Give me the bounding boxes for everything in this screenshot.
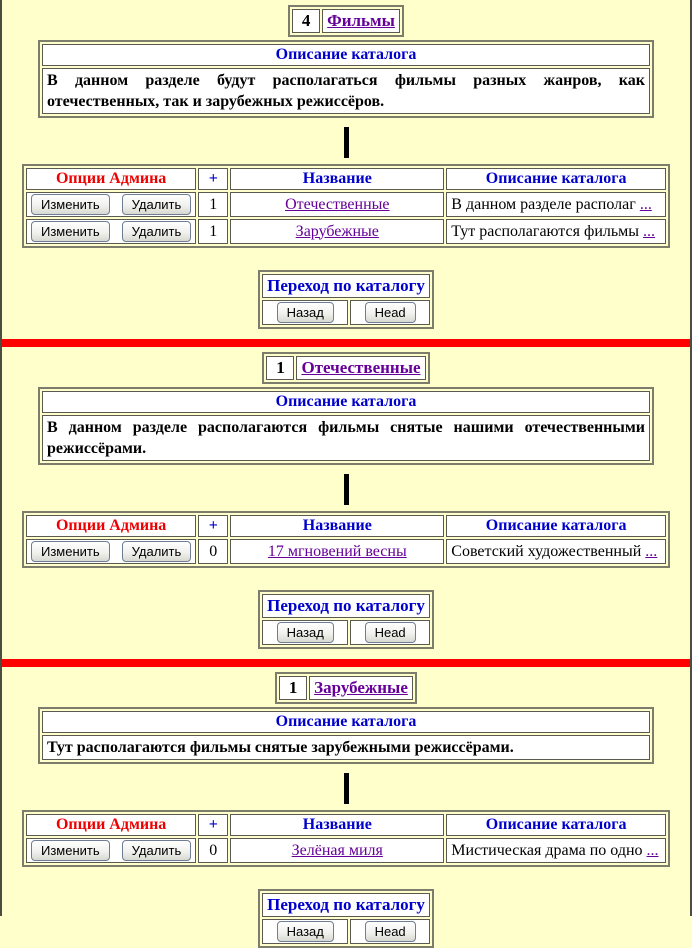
item-description-cell: Тут располагаются фильмы ...	[446, 219, 666, 244]
catalog-items-table: Опции Админа + Название Описание каталог…	[22, 810, 670, 867]
description-text: Тут располагаются фильмы снятые зарубежн…	[42, 735, 650, 760]
section-item-count: 1	[266, 356, 295, 380]
head-button[interactable]: Head	[364, 921, 416, 942]
column-header-admin: Опции Админа	[26, 814, 197, 836]
admin-options-cell: Изменить Удалить	[26, 192, 197, 217]
head-button[interactable]: Head	[364, 622, 416, 643]
column-header-admin: Опции Админа	[26, 515, 197, 537]
catalog-item-row: Изменить Удалить 0 17 мгновений весны Со…	[26, 539, 666, 564]
navigation-box-title: Переход по каталогу	[262, 893, 430, 917]
catalog-items-table: Опции Админа + Название Описание каталог…	[22, 164, 670, 248]
section-header-box: 1 Отечественные	[262, 352, 430, 384]
section-item-count: 1	[279, 676, 308, 700]
catalog-item-row: Изменить Удалить 0 Зелёная миля Мистичес…	[26, 838, 666, 863]
catalog-description-box: Описание каталога В данном разделе распо…	[38, 387, 654, 465]
delete-button[interactable]: Удалить	[121, 221, 192, 242]
catalog-description-box: Описание каталога В данном разделе будут…	[38, 40, 654, 118]
navigation-box-title: Переход по каталогу	[262, 274, 430, 298]
admin-options-cell: Изменить Удалить	[26, 539, 197, 564]
item-description-preview: Советский художественный	[451, 542, 642, 560]
item-description-preview: Тут располагаются фильмы	[451, 222, 640, 240]
tree-connector-line	[343, 773, 349, 804]
admin-options-cell: Изменить Удалить	[26, 838, 197, 863]
catalog-item-row: Изменить Удалить 1 Отечественные В данно…	[26, 192, 666, 217]
section-divider	[2, 339, 690, 347]
column-header-description: Описание каталога	[446, 814, 666, 836]
section-header-box: 1 Зарубежные	[275, 672, 417, 704]
more-link[interactable]: ...	[643, 222, 656, 240]
description-box-title: Описание каталога	[42, 711, 650, 733]
back-button[interactable]: Назад	[276, 921, 334, 942]
table-header-row: Опции Админа + Название Описание каталог…	[26, 168, 666, 190]
back-button[interactable]: Назад	[276, 302, 334, 323]
subitem-count: 1	[198, 192, 229, 217]
catalog-item-row: Изменить Удалить 1 Зарубежные Тут распол…	[26, 219, 666, 244]
catalog-table-body: Опции Админа + Название Описание каталог…	[26, 814, 666, 863]
delete-button[interactable]: Удалить	[121, 840, 192, 861]
admin-options-cell: Изменить Удалить	[26, 219, 197, 244]
description-text: В данном разделе располагаются фильмы сн…	[42, 415, 650, 461]
column-header-plus: +	[198, 814, 229, 836]
subitem-count: 0	[198, 838, 229, 863]
subitem-count: 1	[198, 219, 229, 244]
item-name-link[interactable]: Отечественные	[285, 195, 390, 213]
column-header-name: Название	[230, 168, 445, 190]
column-header-description: Описание каталога	[446, 168, 666, 190]
head-button[interactable]: Head	[364, 302, 416, 323]
item-name-link[interactable]: 17 мгновений весны	[267, 542, 407, 560]
navigation-box-title: Переход по каталогу	[262, 594, 430, 618]
tree-connector-line	[343, 474, 349, 505]
edit-button[interactable]: Изменить	[31, 221, 110, 242]
edit-button[interactable]: Изменить	[31, 840, 110, 861]
subitem-count: 0	[198, 539, 229, 564]
table-header-row: Опции Админа + Название Описание каталог…	[26, 515, 666, 537]
section-divider	[2, 659, 690, 667]
table-header-row: Опции Админа + Название Описание каталог…	[26, 814, 666, 836]
item-name-link[interactable]: Зарубежные	[295, 222, 379, 240]
catalog-navigation-box: Переход по каталогу Назад Head	[258, 270, 434, 329]
catalog-items-table: Опции Админа + Название Описание каталог…	[22, 511, 670, 568]
catalog-description-box: Описание каталога Тут располагаются филь…	[38, 707, 654, 764]
description-box-title: Описание каталога	[42, 391, 650, 413]
section-title-link[interactable]: Отечественные	[301, 358, 421, 377]
edit-button[interactable]: Изменить	[31, 194, 110, 215]
item-name-link[interactable]: Зелёная миля	[291, 841, 383, 859]
delete-button[interactable]: Удалить	[121, 194, 192, 215]
section-header-box: 4 Фильмы	[288, 5, 404, 37]
description-box-title: Описание каталога	[42, 44, 650, 66]
catalog-navigation-box: Переход по каталогу Назад Head	[258, 590, 434, 649]
item-description-preview: Мистическая драма по одно	[451, 841, 643, 859]
catalog-section: 1 Зарубежные Описание каталога Тут распо…	[2, 667, 690, 948]
description-text: В данном разделе будут располагаться фил…	[42, 68, 650, 114]
edit-button[interactable]: Изменить	[31, 541, 110, 562]
catalog-table-body: Опции Админа + Название Описание каталог…	[26, 168, 666, 244]
item-description-cell: В данном разделе располаг ...	[446, 192, 666, 217]
back-button[interactable]: Назад	[276, 622, 334, 643]
delete-button[interactable]: Удалить	[121, 541, 192, 562]
item-description-preview: В данном разделе располаг	[451, 195, 636, 213]
tree-connector-line	[343, 127, 349, 158]
section-title-link[interactable]: Фильмы	[327, 11, 395, 30]
section-title-link[interactable]: Зарубежные	[314, 678, 408, 697]
catalog-table-body: Опции Админа + Название Описание каталог…	[26, 515, 666, 564]
column-header-name: Название	[230, 814, 445, 836]
column-header-name: Название	[230, 515, 445, 537]
column-header-plus: +	[198, 515, 229, 537]
item-description-cell: Советский художественный ...	[446, 539, 666, 564]
more-link[interactable]: ...	[639, 195, 652, 213]
catalog-section: 4 Фильмы Описание каталога В данном разд…	[2, 0, 690, 329]
more-link[interactable]: ...	[645, 542, 658, 560]
section-item-count: 4	[292, 9, 321, 33]
column-header-plus: +	[198, 168, 229, 190]
item-description-cell: Мистическая драма по одно ...	[446, 838, 666, 863]
column-header-admin: Опции Админа	[26, 168, 197, 190]
more-link[interactable]: ...	[646, 841, 659, 859]
column-header-description: Описание каталога	[446, 515, 666, 537]
catalog-navigation-box: Переход по каталогу Назад Head	[258, 889, 434, 948]
catalog-section: 1 Отечественные Описание каталога В данн…	[2, 347, 690, 649]
